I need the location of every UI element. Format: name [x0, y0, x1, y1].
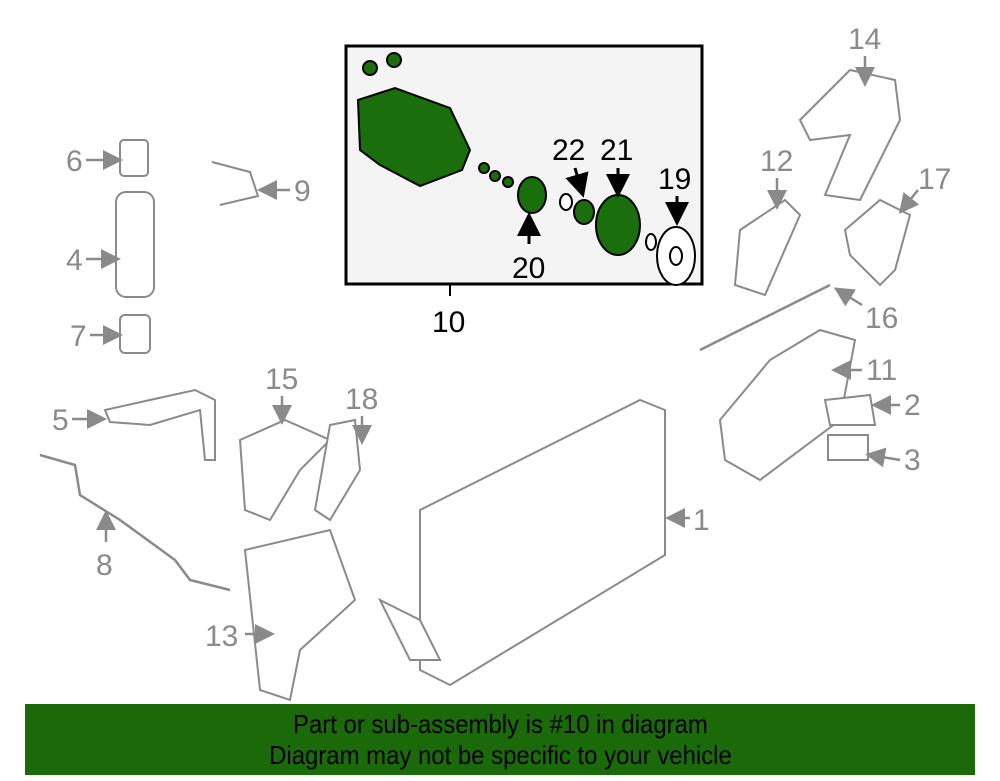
- banner-line-2: Diagram may not be specific to your vehi…: [268, 739, 732, 770]
- callout-14[interactable]: 14: [848, 23, 881, 56]
- callout-9[interactable]: 9: [294, 175, 311, 208]
- callout-21[interactable]: 21: [600, 134, 633, 167]
- callout-10[interactable]: 10: [432, 306, 465, 339]
- info-banner: Part or sub-assembly is #10 in diagram D…: [25, 704, 975, 775]
- callouts: 1 2 3 4 5 6 7 8 9 10 11 12 13 14 15 16 1…: [52, 23, 951, 653]
- callout-12[interactable]: 12: [760, 145, 793, 178]
- callout-22[interactable]: 22: [552, 134, 585, 167]
- callout-18[interactable]: 18: [345, 383, 378, 416]
- callout-3[interactable]: 3: [904, 444, 921, 477]
- callout-20[interactable]: 20: [512, 252, 545, 285]
- compressor-highlight[interactable]: [356, 52, 696, 286]
- callout-7[interactable]: 7: [70, 320, 87, 353]
- callout-19[interactable]: 19: [658, 163, 691, 196]
- callout-5[interactable]: 5: [52, 404, 69, 437]
- callout-16[interactable]: 16: [865, 302, 898, 335]
- callout-17[interactable]: 17: [918, 163, 951, 196]
- callout-4[interactable]: 4: [66, 244, 83, 277]
- other-parts: [39, 68, 912, 702]
- callout-6[interactable]: 6: [66, 145, 83, 178]
- callout-8[interactable]: 8: [96, 549, 113, 582]
- callout-1[interactable]: 1: [693, 504, 710, 537]
- banner-line-1: Part or sub-assembly is #10 in diagram: [292, 708, 708, 739]
- callout-2[interactable]: 2: [904, 389, 921, 422]
- callout-15[interactable]: 15: [265, 363, 298, 396]
- callout-13[interactable]: 13: [205, 620, 238, 653]
- callout-11[interactable]: 11: [866, 354, 897, 387]
